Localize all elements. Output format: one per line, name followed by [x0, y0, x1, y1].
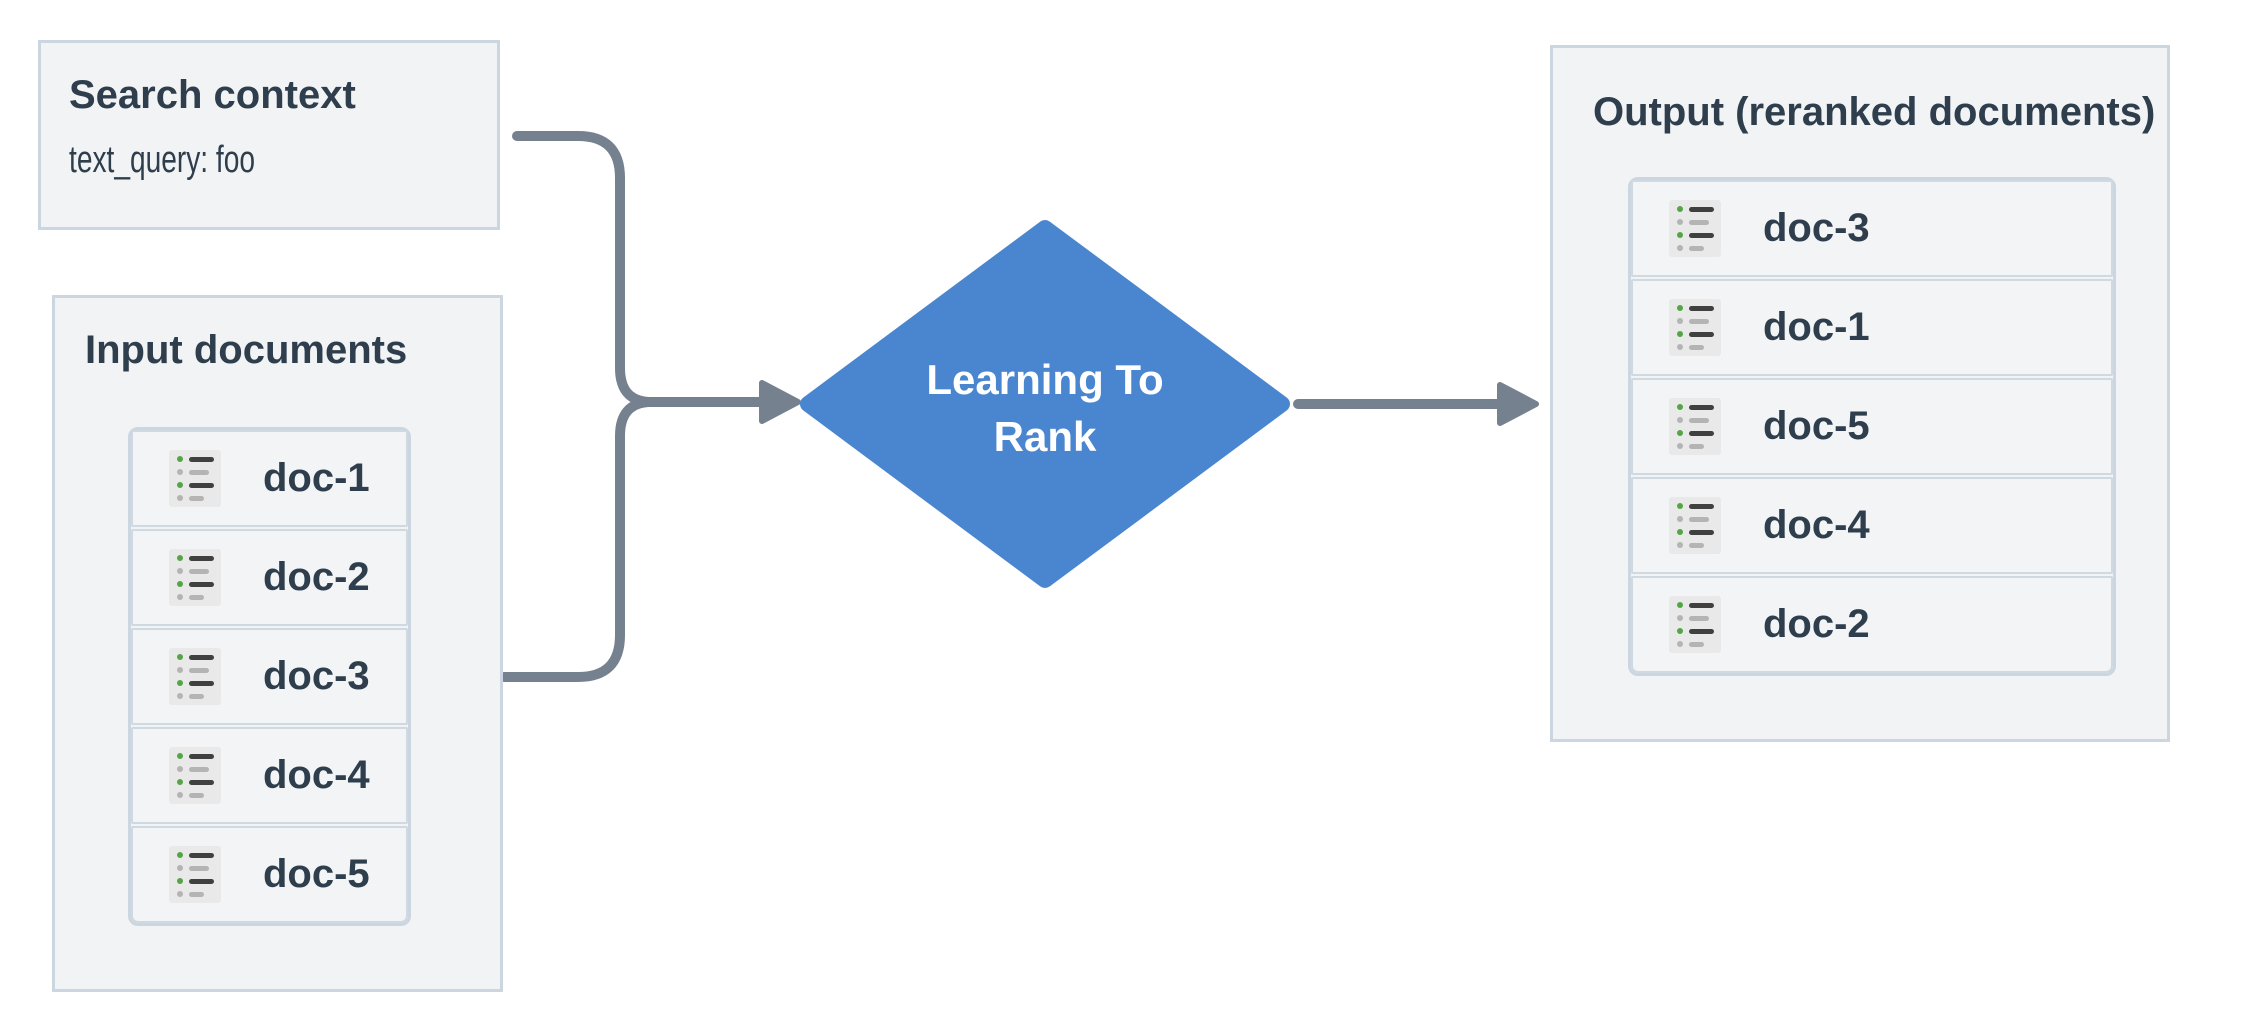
doc-row: doc-2 [1631, 576, 2113, 673]
ltr-label-line2: Rank [993, 413, 1097, 460]
doc-label: doc-1 [1763, 305, 1870, 349]
doc-row: doc-3 [1631, 180, 2113, 277]
document-list-icon [169, 549, 221, 606]
connector-docs-to-junction [499, 397, 653, 682]
doc-row: doc-5 [131, 826, 408, 923]
arrow-junction-to-ltr-head [759, 380, 801, 424]
connector-search-to-junction [512, 131, 653, 407]
ltr-label-line1: Learning To [926, 356, 1164, 403]
input-documents-title: Input documents [85, 328, 408, 372]
document-list-icon [169, 747, 221, 804]
document-list-icon [1669, 497, 1721, 554]
output-title: Output (reranked documents) [1593, 90, 2156, 134]
doc-row: doc-1 [1631, 279, 2113, 376]
document-list-icon [169, 648, 221, 705]
arrow-ltr-to-output-head [1497, 382, 1539, 426]
doc-row: doc-1 [131, 430, 408, 527]
output-panel: Output (reranked documents) doc-3 [1550, 45, 2170, 742]
doc-label: doc-3 [263, 654, 370, 698]
doc-label: doc-5 [1763, 404, 1870, 448]
document-list-icon [169, 846, 221, 903]
text-query-value: text_query: foo [69, 139, 256, 181]
doc-row: doc-4 [1631, 477, 2113, 574]
doc-label: doc-2 [1763, 602, 1870, 646]
document-list-icon [1669, 200, 1721, 257]
doc-row: doc-3 [131, 628, 408, 725]
doc-label: doc-4 [263, 753, 370, 797]
doc-row: doc-4 [131, 727, 408, 824]
doc-label: doc-4 [1763, 503, 1870, 547]
document-list-icon [1669, 398, 1721, 455]
doc-label: doc-5 [263, 852, 370, 896]
search-context-panel: Search context text_query: foo [38, 40, 500, 230]
ltr-node-label: Learning To Rank [895, 351, 1195, 465]
input-doc-list: doc-1 doc-2 [128, 427, 411, 926]
doc-label: doc-2 [263, 555, 370, 599]
document-list-icon [1669, 596, 1721, 653]
document-list-icon [169, 450, 221, 507]
doc-label: doc-3 [1763, 206, 1870, 250]
search-context-title: Search context [69, 73, 356, 117]
input-documents-panel: Input documents doc-1 [52, 295, 503, 992]
output-doc-list: doc-3 doc-1 [1628, 177, 2116, 676]
doc-row: doc-2 [131, 529, 408, 626]
doc-label: doc-1 [263, 456, 370, 500]
document-list-icon [1669, 299, 1721, 356]
doc-row: doc-5 [1631, 378, 2113, 475]
